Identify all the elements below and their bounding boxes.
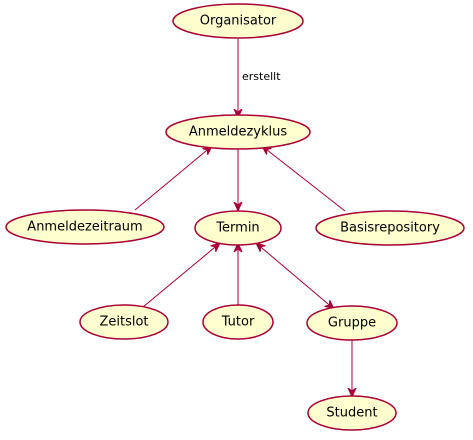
usecase-tutor[interactable]: Tutor <box>202 304 274 340</box>
usecase-label-gruppe: Gruppe <box>328 316 376 331</box>
edge-label-erstellt: erstellt <box>242 70 281 83</box>
usecase-label-anmeldezeitraum: Anmeldezeitraum <box>27 220 142 235</box>
usecase-gruppe[interactable]: Gruppe <box>306 305 398 341</box>
edge-anmeldezyklus-anmeldezeitraum <box>134 146 212 211</box>
usecase-basisrepository[interactable]: Basisrepository <box>315 210 465 246</box>
usecase-zeitslot[interactable]: Zeitslot <box>79 304 169 340</box>
edge-anmeldezyklus-basisrepository <box>262 146 346 212</box>
usecase-label-anmeldezyklus: Anmeldezyklus <box>189 125 288 140</box>
usecase-label-termin: Termin <box>215 221 259 236</box>
usecase-label-tutor: Tutor <box>221 315 255 330</box>
usecase-termin[interactable]: Termin <box>194 210 282 246</box>
usecase-anmeldezeitraum[interactable]: Anmeldezeitraum <box>5 209 165 245</box>
usecase-label-basisrepository: Basisrepository <box>340 221 440 236</box>
edge-termin-zeitslot <box>142 243 220 308</box>
nodes: Organisator Anmeldezyklus Anmeldezeitrau… <box>5 3 465 431</box>
usecase-student[interactable]: Student <box>307 395 397 431</box>
usecase-label-organisator: Organisator <box>200 14 277 29</box>
edge-termin-gruppe <box>256 243 334 309</box>
edges: erstellt <box>134 39 352 397</box>
usecase-label-zeitslot: Zeitslot <box>99 315 148 330</box>
usecase-label-student: Student <box>326 406 377 421</box>
usecase-organisator[interactable]: Organisator <box>172 3 304 39</box>
usecase-anmeldezyklus[interactable]: Anmeldezyklus <box>165 114 311 150</box>
